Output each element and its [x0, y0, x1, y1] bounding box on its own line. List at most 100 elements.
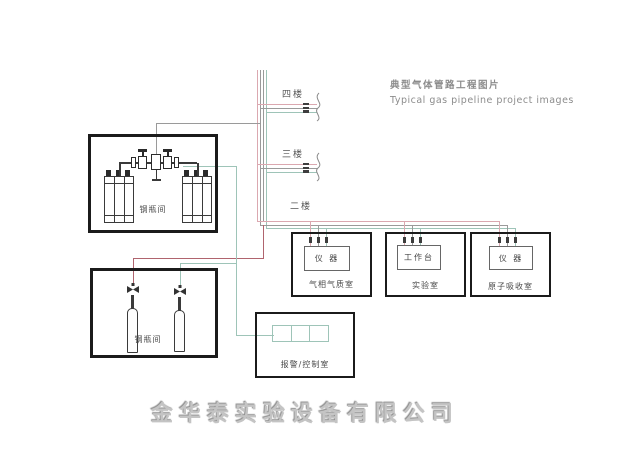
cylinder-room-bottom-label: 钢瓶间 [134, 335, 162, 344]
bank-left-valve-cap-1 [106, 170, 111, 176]
room2-valve-2 [411, 237, 414, 243]
room3-valve-1 [498, 237, 501, 243]
riser-pipe-gray-2 [263, 70, 264, 222]
title-english: Typical gas pipeline project images [390, 95, 574, 106]
room-gc-box [291, 232, 372, 297]
alarm-panel-cell-1 [272, 325, 292, 342]
floor3-label: 三楼 [282, 150, 305, 160]
bank-right-valve-cap-2 [193, 170, 199, 176]
room-aas-equipment: 仪 器 [489, 246, 533, 270]
manifold-pipe-left-h [119, 162, 131, 164]
bank-left-valve-cap-2 [115, 170, 121, 176]
floor4-branch-gray [260, 108, 317, 109]
alarm-panel-cell-2 [290, 325, 311, 342]
room2-valve-3 [419, 237, 422, 243]
riser-pipe-pink [257, 70, 258, 221]
bank-right-divider-2 [202, 176, 203, 223]
diagram-title: 典型气体管路工程图片 Typical gas pipeline project … [390, 77, 590, 106]
floor3-branch-teal [266, 171, 317, 173]
manifold-pipe-right-v [197, 163, 199, 176]
bank-left-divider-1 [114, 176, 115, 223]
bank-right-divider-1 [192, 176, 193, 223]
manifold-handle-right-stem [166, 151, 169, 156]
manifold-flange-right [174, 157, 179, 168]
floor4-valve-3 [303, 110, 309, 113]
room1-drop-gray [318, 224, 319, 246]
manifold-valve-right [163, 156, 172, 169]
room3-valve-3 [514, 237, 517, 243]
floor3-branch-pink [257, 164, 317, 165]
floor2-main-pink [257, 221, 500, 222]
manifold-handle-right [163, 149, 172, 152]
room-lab-equipment: 工作台 [397, 245, 441, 270]
cylinder-room-top-box [88, 134, 218, 233]
bank-left-valve-cap-3 [125, 170, 130, 176]
gas-cylinder-left [127, 308, 138, 353]
room1-valve-1 [309, 237, 312, 243]
room1-valve-2 [317, 237, 320, 243]
alarm-panel-cells [272, 325, 330, 342]
manifold-handle-left [138, 149, 147, 152]
floor4-branch-pink [257, 104, 317, 105]
floor4-valve-2 [303, 106, 309, 109]
room2-drop-gray [412, 224, 413, 246]
bank-right-valve-cap-3 [203, 170, 208, 176]
room1-valve-3 [325, 237, 328, 243]
cylinder-right-neck [178, 297, 181, 311]
bank-right-band-top [182, 183, 212, 184]
green-line-vertical [236, 166, 237, 336]
riser-pipe-teal [266, 70, 267, 228]
floor4-pipe-break-icon [316, 92, 321, 122]
alarm-panel-cell-3 [309, 325, 330, 342]
title-chinese: 典型气体管路工程图片 [390, 80, 501, 91]
floor3-branch-gray [260, 168, 317, 169]
bank-left-divider-2 [124, 176, 125, 223]
red-line-to-regulator [133, 258, 134, 285]
floor2-main-gray [260, 224, 508, 226]
cylinder-left-neck [131, 295, 134, 309]
red-line-horizontal [133, 258, 264, 259]
regulator-left-icon [127, 283, 139, 293]
bank-right-band-bottom [182, 215, 212, 216]
floor3-pipe-break-icon [316, 152, 321, 182]
manifold-stub-tee [152, 179, 161, 181]
manifold-handle-left-stem [141, 151, 144, 156]
alarm-room-box [255, 312, 355, 378]
green-line-to-regulator [180, 263, 181, 286]
regulator-right-icon [174, 285, 186, 295]
manifold-pipe-left-v [119, 163, 121, 176]
floor2-main-teal [266, 228, 516, 229]
alarm-room-label: 报警/控制室 [280, 360, 330, 369]
cylinder-room-top-label: 钢瓶间 [139, 205, 167, 214]
floor3-valve-2 [303, 166, 309, 169]
manifold-pipe-right-h [183, 162, 197, 164]
room-lab-box [385, 232, 466, 297]
room-gc-equipment: 仪 器 [304, 246, 350, 271]
gas-cylinder-right [174, 310, 185, 352]
green-line-from-manifold [183, 166, 236, 167]
floor4-label: 四楼 [282, 90, 305, 100]
room3-valve-2 [506, 237, 509, 243]
cylinder-room-bottom-box [90, 268, 218, 358]
supply-line-horizontal [156, 123, 261, 124]
red-line-drop [263, 224, 264, 258]
company-watermark: 金华泰实验设备有限公司 [150, 402, 459, 427]
room3-drop-gray [507, 224, 508, 246]
manifold-center-block [151, 154, 161, 170]
floor4-valve-1 [303, 102, 309, 105]
green-line-branch [180, 263, 236, 264]
bank-left-band-top [104, 183, 134, 184]
room-gc-label: 气相气质室 [309, 280, 354, 289]
room-aas-box [470, 232, 551, 297]
floor2-label: 二楼 [290, 202, 313, 212]
bank-right-valve-cap-1 [184, 170, 189, 176]
manifold-flange-left [131, 157, 136, 168]
manifold-valve-left [138, 156, 147, 169]
floor4-branch-teal [266, 111, 317, 113]
riser-pipe-gray-1 [260, 70, 261, 225]
floor3-valve-1 [303, 162, 309, 165]
supply-line-vertical [156, 123, 157, 155]
room-aas-label: 原子吸收室 [488, 282, 533, 291]
floor3-valve-3 [303, 170, 309, 173]
